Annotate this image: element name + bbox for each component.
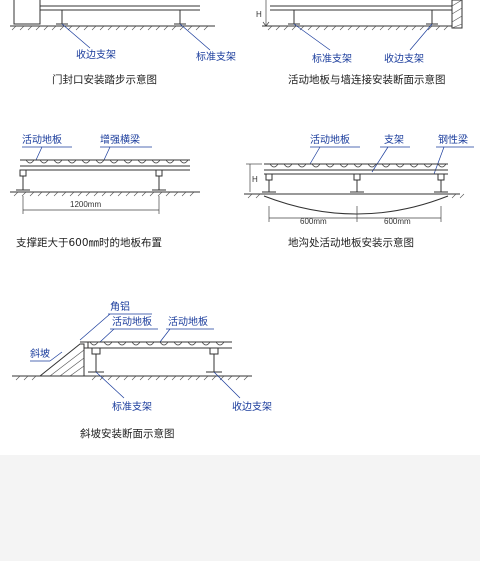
panel-ribs <box>89 341 225 346</box>
panel-trench: 活动地板 支架 钢性梁 H <box>244 133 474 249</box>
ground-hatch <box>247 193 465 199</box>
support-left <box>16 169 30 191</box>
support-middle <box>350 173 364 193</box>
label-edge-support: 收边支架 <box>232 400 272 413</box>
support-right <box>434 173 448 193</box>
label-edge-support: 收边支架 <box>76 48 116 61</box>
trench-curve <box>263 195 449 215</box>
ground-hatch <box>15 375 249 381</box>
ground-hatch <box>13 191 195 197</box>
label-standard-support: 标准支架 <box>112 401 152 413</box>
support-left <box>262 173 276 193</box>
drawing-area: 收边支架 标准支架 门封口安装踏步示意图 H <box>10 0 474 440</box>
panel-ribs <box>269 163 447 168</box>
label-floor-panel-2: 活动地板 <box>168 315 208 328</box>
caption-span-over-600: 支撑距大于600㎜时的地板布置 <box>16 236 162 249</box>
label-ramp: 斜坡 <box>30 347 50 360</box>
ground-hatch <box>11 25 209 31</box>
support-left <box>288 10 300 25</box>
ground-hatch <box>267 25 449 31</box>
panel-ramp: 角铝 活动地板 活动地板 斜坡 <box>12 301 272 440</box>
label-dimension-2: 600mm <box>384 217 411 226</box>
caption-trench: 地沟处活动地板安装示意图 <box>288 236 414 249</box>
label-steel-beam: 钢性梁 <box>438 133 468 146</box>
label-edge-support: 收边支架 <box>384 52 424 65</box>
support-left <box>88 347 104 373</box>
bottom-blank-area <box>0 455 480 561</box>
label-angle-aluminum: 角铝 <box>110 301 130 313</box>
support-right <box>206 347 222 373</box>
label-support: 支架 <box>384 134 404 146</box>
caption-door-step: 门封口安装踏步示意图 <box>52 73 157 86</box>
label-height: H <box>256 10 262 19</box>
label-height: H <box>252 175 258 184</box>
wall <box>451 0 463 29</box>
step-outline <box>13 0 41 25</box>
panel-span-over-600: 活动地板 增强横梁 <box>10 133 200 249</box>
panel-ribs <box>25 159 189 164</box>
support-right <box>174 10 186 25</box>
support-left <box>56 10 68 25</box>
caption-ramp: 斜坡安装断面示意图 <box>80 427 175 440</box>
label-standard-support: 标准支架 <box>312 53 352 65</box>
label-reinforcing-beam: 增强横梁 <box>100 133 140 146</box>
installation-diagrams: 收边支架 标准支架 门封口安装踏步示意图 H <box>10 0 474 440</box>
label-floor-panel-1: 活动地板 <box>112 315 152 328</box>
label-floor-panel: 活动地板 <box>22 133 62 146</box>
label-dimension: 1200mm <box>70 200 101 209</box>
label-standard-support: 标准支架 <box>196 51 236 63</box>
panel-door-step: 收边支架 标准支架 门封口安装踏步示意图 <box>10 0 236 86</box>
label-floor-panel: 活动地板 <box>310 133 350 146</box>
label-dimension-1: 600mm <box>300 217 327 226</box>
support-right <box>152 169 166 191</box>
caption-wall-joint: 活动地板与墙连接安装断面示意图 <box>288 73 446 86</box>
support-right <box>426 10 438 25</box>
panel-wall-joint: H <box>256 0 463 86</box>
